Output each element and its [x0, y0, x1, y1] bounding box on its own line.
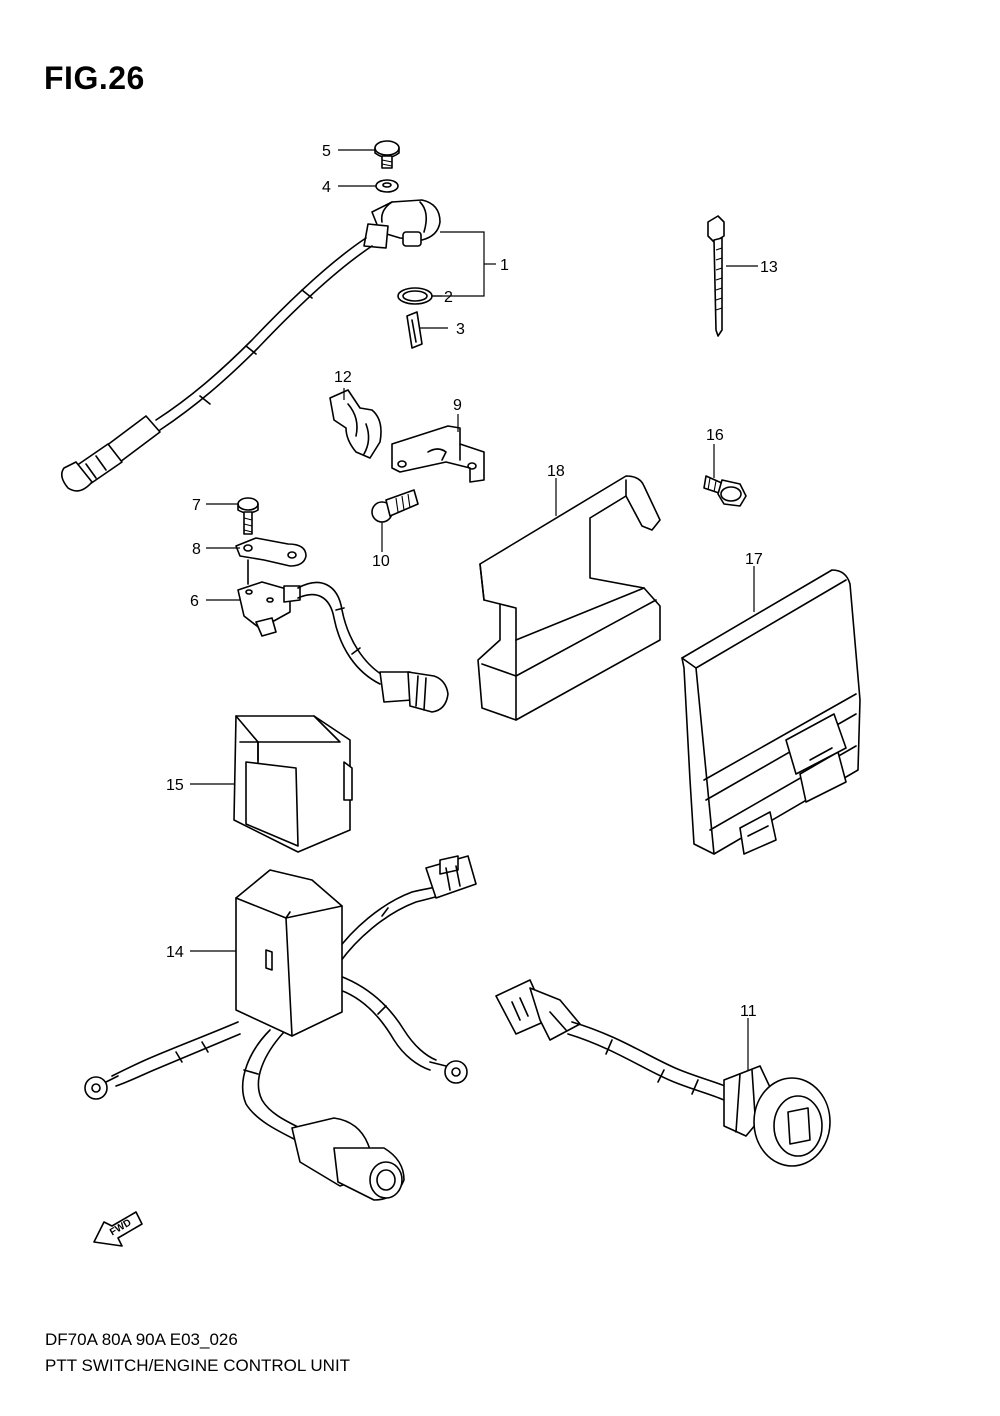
callout-leaders: [190, 149, 758, 1070]
callout-8: 8: [192, 541, 201, 558]
callout-17: 17: [745, 551, 763, 568]
callout-16: 16: [706, 427, 724, 444]
callout-13: 13: [760, 259, 778, 276]
callout-11: 11: [740, 1003, 757, 1020]
part-10-bolt[interactable]: [371, 489, 419, 523]
part-11-harness-grommet[interactable]: [495, 979, 831, 1167]
callout-18: 18: [547, 463, 565, 480]
part-5-screw[interactable]: [374, 140, 400, 169]
part-18-ecu-cover[interactable]: [477, 475, 661, 721]
callout-7: 7: [192, 497, 201, 514]
part-8-plate[interactable]: [235, 537, 307, 567]
callout-labels: 1 2 3 4 5 6 7 8 9 10 11 12 13 14 15 16 1…: [166, 143, 778, 1020]
figure-name: PTT SWITCH/ENGINE CONTROL UNIT: [45, 1356, 351, 1375]
model-code: DF70A 80A 90A E03_026: [45, 1330, 238, 1349]
callout-9: 9: [453, 397, 462, 414]
callout-1: 1: [500, 257, 509, 274]
callout-4: 4: [322, 179, 331, 196]
part-16-bolt[interactable]: [703, 475, 747, 507]
part-4-washer[interactable]: [375, 179, 399, 193]
part-3-pin[interactable]: [406, 311, 423, 349]
part-2-o-ring[interactable]: [397, 287, 433, 305]
fwd-arrow-icon: FWD: [93, 1211, 143, 1247]
part-13-cable-tie[interactable]: [707, 215, 725, 337]
part-6-sensor-harness[interactable]: [237, 559, 449, 713]
part-12-clamp[interactable]: [329, 389, 382, 459]
callout-15: 15: [166, 777, 184, 794]
callout-12: 12: [334, 369, 352, 386]
callout-10: 10: [372, 553, 390, 570]
callout-14: 14: [166, 944, 184, 961]
callout-6: 6: [190, 593, 199, 610]
part-9-bracket[interactable]: [391, 425, 485, 483]
callout-3: 3: [456, 321, 465, 338]
callout-5: 5: [322, 143, 331, 160]
part-15-cap[interactable]: [233, 715, 353, 853]
callout-2: 2: [444, 289, 453, 306]
part-17-ecu[interactable]: [681, 569, 861, 855]
figure-title: FIG.26: [44, 60, 145, 96]
part-7-screw[interactable]: [237, 497, 259, 535]
part-1-ptt-sensor-harness[interactable]: [60, 199, 441, 492]
part-14-relay-harness[interactable]: [84, 855, 477, 1201]
